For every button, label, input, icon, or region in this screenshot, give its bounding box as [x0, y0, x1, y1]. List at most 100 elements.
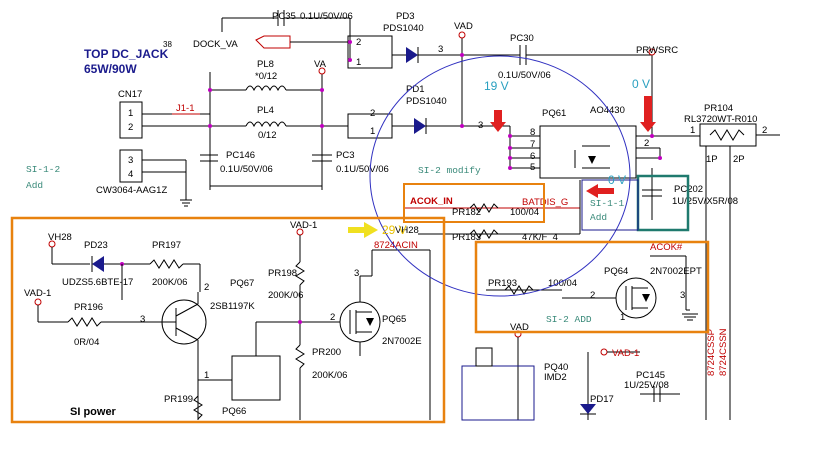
net-dock-va: DOCK_VA	[193, 39, 238, 50]
pin-1-cn17: 1	[128, 108, 133, 119]
pr182-label: PR182	[452, 207, 481, 218]
pq61-label: PQ61	[542, 108, 566, 119]
pin-2-pq64: 1	[620, 312, 625, 323]
net-j11: J1-1	[176, 103, 194, 114]
red-arrow-down-right-icon	[640, 96, 656, 132]
pr198-value: 200K/06	[268, 290, 303, 301]
pin-2-pd1: 2	[370, 108, 375, 119]
pc202-value: 1U/25V/X5R/08	[672, 196, 738, 207]
si12-left-add: Add	[26, 180, 43, 191]
pr200-value: 200K/06	[312, 370, 347, 381]
pin-4-cn17: 4	[128, 169, 133, 180]
net-vad1-right: VAD-1	[612, 348, 639, 359]
net-vh28: VH28	[48, 232, 72, 243]
pin-1-pd3: 1	[356, 57, 361, 68]
pc30-value: 0.1U/50V/06	[498, 70, 551, 81]
net-vh28-b: VH28	[395, 225, 419, 236]
net-cssn: 8724CSSN	[718, 328, 729, 376]
pc35-label: PC35	[272, 11, 296, 22]
pin-7: 7	[530, 139, 535, 150]
pr200-label: PR200	[312, 347, 341, 358]
net-vad: VAD	[454, 21, 473, 32]
vad-rail	[458, 31, 656, 126]
title-num: 38	[163, 40, 172, 49]
pr183-value: 47K/F_4	[522, 232, 558, 243]
pin-1-pd1: 1	[370, 126, 375, 137]
cn17-connector	[119, 101, 210, 207]
acok-section	[404, 180, 581, 239]
pin-2-pr197: 3	[140, 314, 145, 325]
voltage-29v: 29 V	[382, 223, 407, 237]
pin-1-pq67: 2	[204, 282, 209, 293]
pr104-label: PR104	[704, 103, 733, 114]
pq65-value: 2N7002E	[382, 336, 422, 347]
pd23-label: PD23	[84, 240, 108, 251]
pin-2-pd3: 2	[356, 37, 361, 48]
pin-3-pd3: 3	[438, 44, 443, 55]
si-power-circuit	[34, 228, 431, 420]
si-power-orange-box	[10, 216, 446, 424]
yellow-arrow-right-icon	[348, 222, 378, 238]
pin-3-cn17: 3	[128, 155, 133, 166]
pr193-label: PR193	[488, 278, 517, 289]
si2-add-orange-box	[474, 240, 710, 334]
pl4-label: PL4	[257, 105, 274, 116]
pl4-value: 0/12	[258, 130, 277, 141]
pc146-value: 0.1U/50V/06	[220, 164, 273, 175]
pin-2p: 2P	[733, 154, 745, 165]
pin-5: 5	[530, 162, 535, 173]
pd1-label: PD1	[406, 84, 424, 95]
si2-add-circuit	[486, 255, 698, 321]
cn17-value: CW3064-AAG1Z	[96, 185, 167, 196]
pq67-label: PQ67	[230, 278, 254, 289]
pr183-label: PR183	[452, 232, 481, 243]
pl8-value: *0/12	[255, 71, 277, 82]
pr198-label: PR198	[268, 268, 297, 279]
pc145-label: PC145	[636, 370, 665, 381]
pc30-label: PC30	[510, 33, 534, 44]
bottom-right-circuit	[461, 330, 680, 421]
pr197-value: 200K/06	[152, 277, 187, 288]
net-vad1: VAD-1	[24, 288, 51, 299]
pq65-label: PQ65	[382, 314, 406, 325]
pc3-label: PC3	[336, 150, 354, 161]
pl8-label: PL8	[257, 59, 274, 70]
pin-2-pr104: 2	[762, 125, 767, 136]
net-cssp: 8724CSSP	[706, 329, 717, 376]
pin-3-pq67: 1	[204, 370, 209, 381]
net-prwsrc: PRWSRC	[636, 45, 678, 56]
pr193-value: 100/04	[548, 278, 577, 289]
pr182-value: 100/04	[510, 207, 539, 218]
pin-6: 6	[530, 151, 535, 162]
voltage-0v-top: 0 V	[632, 77, 650, 91]
pin-3-pq64: 2	[590, 290, 595, 301]
net-acin: 8724ACIN	[374, 240, 418, 251]
pd3-label: PD3	[396, 11, 414, 22]
input-caps	[200, 154, 332, 187]
pc145-value: 1U/25V/08	[624, 380, 669, 391]
pin-1p: 1P	[706, 154, 718, 165]
net-vad-bottom: VAD	[510, 322, 529, 333]
pr197-label: PR197	[152, 240, 181, 251]
pc35-value: 0.1U/50V/06	[300, 11, 353, 22]
net-va: VA	[314, 59, 327, 70]
si2-add-label: SI-2 ADD	[546, 314, 592, 325]
pin-3-pq65: 3	[354, 268, 359, 279]
pc146-label: PC146	[226, 150, 255, 161]
pin-1-pr104: 1	[690, 125, 695, 136]
pin-2-pq61-right: 2	[644, 138, 649, 149]
pin-2-pq65: 2	[330, 312, 335, 323]
title-line1: TOP DC_JACK	[84, 47, 169, 61]
pq61-mosfet	[508, 122, 700, 179]
pin-8: 8	[530, 127, 535, 138]
pr196-value: 0R/04	[74, 337, 99, 348]
red-arrow-down-left-icon	[490, 110, 506, 132]
pc3-value: 0.1U/50V/06	[336, 164, 389, 175]
net-acok-in: ACOK_IN	[410, 196, 453, 207]
si11-box	[581, 179, 639, 231]
cn17-label: CN17	[118, 89, 142, 100]
pr196-label: PR196	[74, 302, 103, 313]
pq64-value: 2N7002EPT	[650, 266, 702, 277]
pd17-label: PD17	[590, 394, 614, 405]
